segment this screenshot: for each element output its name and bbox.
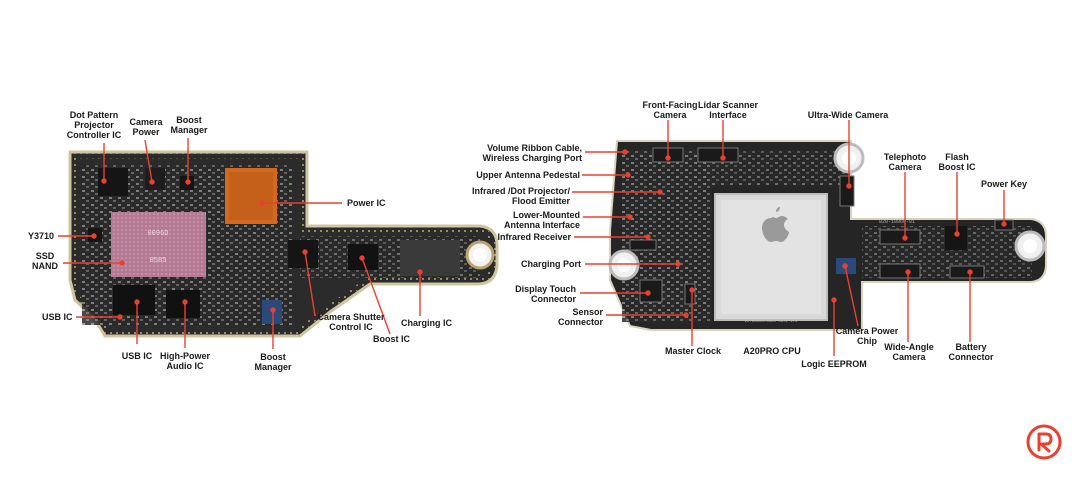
master-clock-part [684,283,696,305]
right-leader-lines [572,120,1007,356]
label-camera-power-chip: Camera Power Chip [835,326,899,346]
ssd-nand-chip [111,212,206,277]
label-charging-ic: Charging IC [401,318,452,328]
left-logic-board: 0096D 0585 [68,150,499,338]
leader-camera-power [144,139,153,183]
right-left-mount-hole-center [617,258,631,272]
label-dot-pattern-controller: Dot Pattern Projector Controller IC [66,110,122,140]
charging-ic-area [400,240,460,276]
lidar-connector [697,147,739,163]
label-lidar-scanner-interface: Lidar Scanner Interface [697,100,759,120]
label-charging-port: Charging Port [521,259,581,269]
label-battery-connector: Battery Connector [948,342,994,362]
leader-boost-ic [361,257,391,335]
camera-shutter-chip [288,240,318,268]
a20pro-cpu-face [721,200,821,314]
ultra-wide-connector [839,175,855,207]
label-sensor-connector: Sensor Connector [558,307,603,327]
label-master-clock: Master Clock [664,346,722,356]
camera-power-chip-left [145,168,165,190]
label-y3710: Y3710 [28,231,55,241]
label-camera-power: Camera Power [129,117,163,137]
board-code-marking: 820-10960-01 [879,219,915,225]
power-ic-die [229,172,273,220]
label-boost-manager-bottom: Boost Manager [254,352,292,372]
label-power-ic: Power IC [347,198,386,208]
audio-ic-chip [166,290,200,318]
nand-marking-1: 0096D [147,230,168,238]
label-upper-antenna-pedestal: Upper Antenna Pedestal [476,170,580,180]
cpu-marking: 20-33003-3308 0972 174 [745,320,798,324]
label-usb-ic-left: USB IC [42,312,73,322]
label-telephoto-camera: Telephoto Camera [883,152,927,172]
label-ssd-nand: SSD NAND [32,251,58,271]
label-flash-boost-ic: Flash Boost IC [938,152,976,172]
infrared-receiver-part [629,239,657,251]
left-mount-hole-center [473,248,487,262]
leader-camera-shutter [304,251,316,317]
usb-ic-chip [113,285,155,315]
battery-connector-part [949,265,985,279]
label-usb-ic-bottom: USB IC [121,351,153,361]
label-infrared-receiver: Infrared Receiver [497,232,571,242]
label-boost-ic: Boost IC [373,334,410,344]
label-lower-mounted-antenna: Lower-Mounted Antenna Interface [503,210,580,230]
label-display-touch-connector: Display Touch Connector [515,284,576,304]
brand-logo-icon [1026,424,1062,460]
label-ultra-wide-camera: Ultra-Wide Camera [807,110,889,120]
right-logic-board: 20-33003-3308 0972 174 820-10960-01 [608,140,1047,331]
label-power-key: Power Key [980,179,1028,189]
left-board-edge-vias [71,153,496,335]
wide-angle-connector [879,263,921,279]
label-a20pro-cpu: A20PRO CPU [743,346,801,356]
label-wide-angle-camera: Wide-Angle Camera [884,342,934,362]
display-touch-part [639,279,663,303]
flash-boost-chip [945,226,967,250]
right-left-component-field [622,150,712,322]
nand-marking-2: 0585 [150,257,167,265]
telephoto-connector [879,229,921,245]
label-logic-eeprom: Logic EEPROM [801,359,867,369]
left-leader-lines [58,138,423,349]
label-boost-manager-top: Boost Manager [170,115,208,135]
label-camera-shutter-ic: Camera Shutter Control IC [317,312,385,332]
label-high-power-audio-ic: High-Power Audio IC [159,351,210,371]
right-tail-mount-hole-center [1023,239,1037,253]
label-volume-ribbon-cable: Volume Ribbon Cable, Wireless Charging P… [482,143,582,163]
apple-logo-icon [762,207,789,242]
label-front-facing-camera: Front-Facing Camera [642,100,698,120]
label-infrared-dot-projector: Infrared /Dot Projector/ Flood Emitter [471,186,570,206]
